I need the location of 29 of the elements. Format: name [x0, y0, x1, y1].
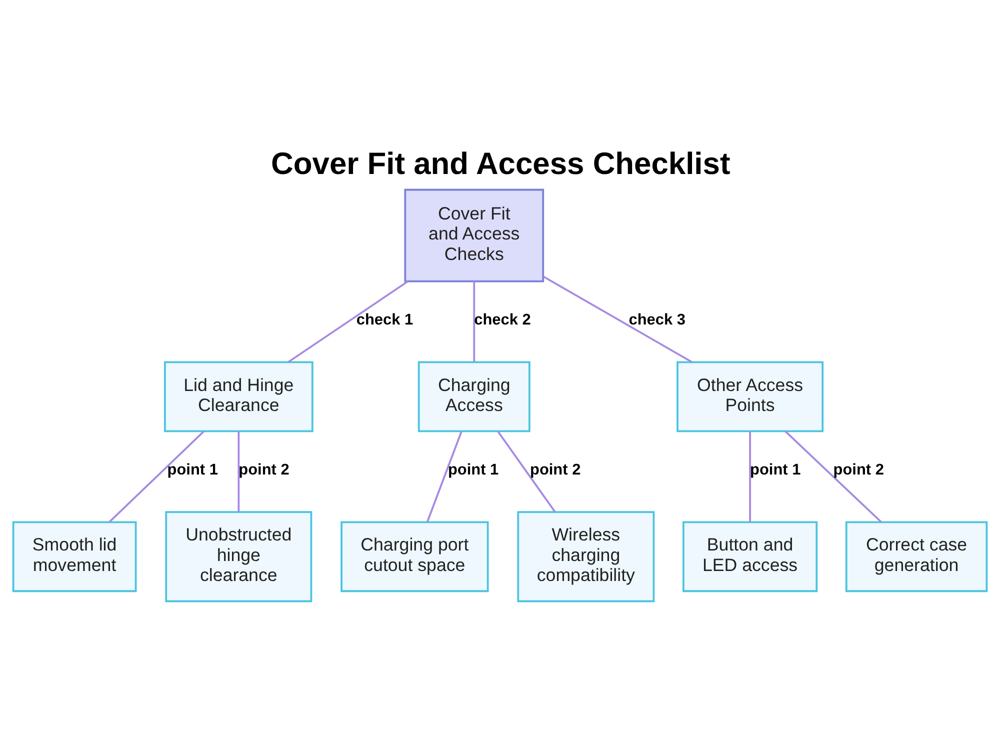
edge-label: point 2 — [833, 460, 884, 478]
connector — [749, 430, 751, 522]
connector — [288, 280, 408, 362]
edge-label: point 1 — [750, 460, 801, 478]
node-box: Charging port cutout space — [340, 520, 489, 592]
node-box: Charging Access — [418, 360, 530, 432]
connector — [238, 430, 240, 512]
edge-label: point 1 — [448, 460, 499, 478]
node-box: Correct case generation — [845, 520, 988, 592]
diagram-title: Cover Fit and Access Checklist — [271, 146, 730, 181]
edge-label: point 2 — [238, 460, 290, 478]
node-box: Smooth lid movement — [12, 520, 137, 592]
edge-label: check 2 — [474, 311, 531, 328]
node-box: Cover Fit and Access Checks — [404, 188, 544, 282]
connector — [108, 430, 204, 522]
connector — [473, 280, 476, 362]
edge-label: check 1 — [356, 311, 414, 328]
edge-label: point 2 — [530, 460, 581, 478]
node-box: Lid and Hinge Clearance — [164, 360, 314, 432]
connector — [542, 275, 692, 362]
node-box: Wireless charging compatibility — [517, 510, 655, 602]
node-box: Unobstructed hinge clearance — [165, 510, 312, 602]
node-box: Other Access Points — [676, 360, 824, 432]
edge-label: check 3 — [628, 311, 686, 328]
connector — [784, 430, 882, 522]
node-box: Button and LED access — [682, 520, 818, 592]
edge-label: point 1 — [167, 460, 218, 478]
connector — [497, 430, 556, 512]
connector — [426, 430, 462, 522]
